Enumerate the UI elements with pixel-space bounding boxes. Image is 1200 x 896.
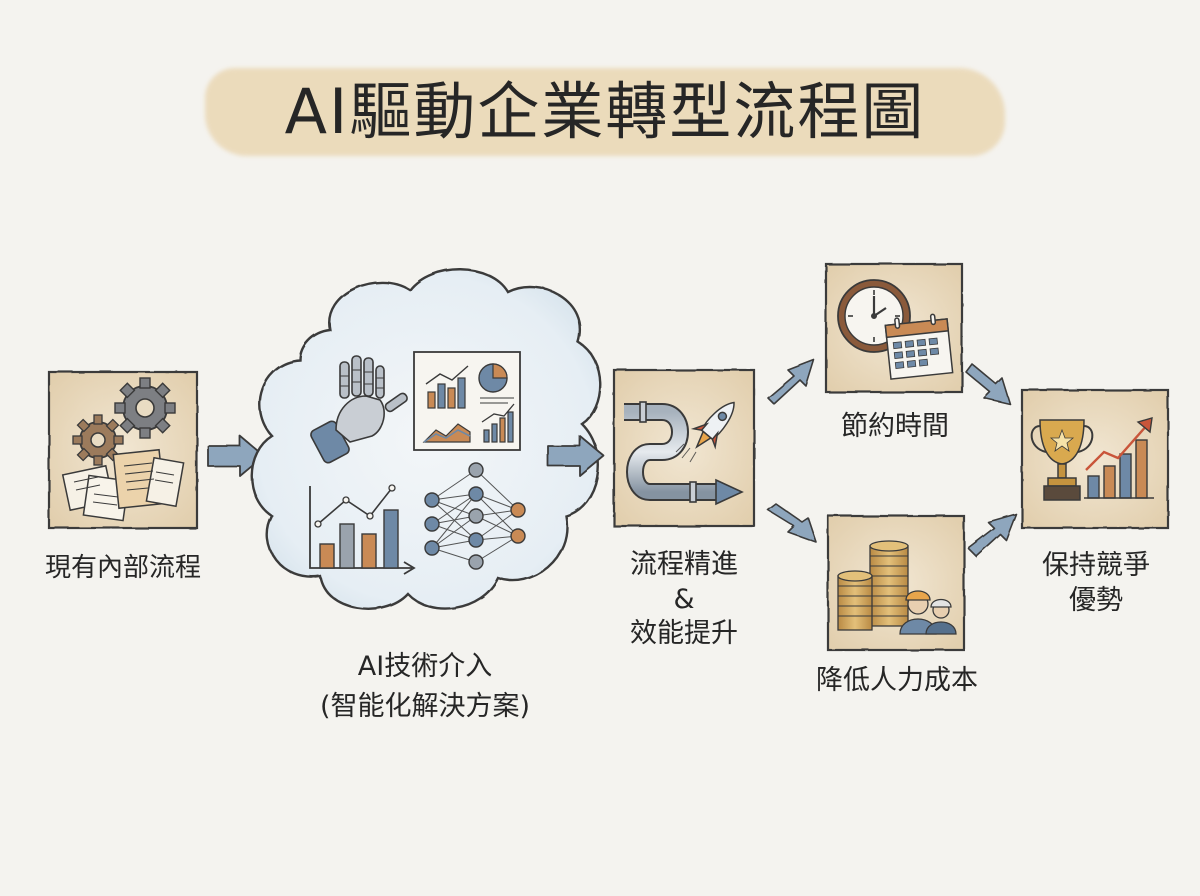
ai-label-line2: (智能化解決方案)	[319, 690, 531, 722]
reduce-cost-label: 降低人力成本	[816, 665, 978, 696]
page-title: AI驅動企業轉型流程圖	[284, 75, 926, 148]
existing-process-node	[47, 370, 199, 530]
process-label-line3: 效能提升	[630, 618, 738, 650]
ai-intervention-node	[250, 268, 602, 611]
advantage-label-line2: 優勢	[1069, 585, 1123, 617]
process-label-line1: 流程精進	[630, 549, 738, 580]
competitive-advantage-node	[1020, 388, 1170, 530]
process-label-line2: &	[673, 583, 695, 615]
arrow-process-to-time	[767, 359, 815, 405]
ai-intervention-label: AI技術介入 (智能化解決方案)	[290, 650, 560, 724]
rocket-icon	[675, 401, 735, 463]
save-time-node	[824, 262, 964, 394]
reduce-cost-node	[826, 514, 966, 652]
bar-line-chart-icon	[309, 484, 416, 575]
save-time-label: 節約時間	[841, 411, 949, 442]
dashboard-chart-icon	[413, 351, 521, 451]
arrow-time-to-advantage	[965, 363, 1011, 405]
calendar-icon	[884, 313, 954, 380]
robot-hand-icon	[310, 355, 408, 464]
trophy-icon	[1030, 419, 1094, 501]
coin-stack-icon	[837, 540, 909, 631]
process-improvement-node	[612, 368, 756, 528]
title-banner: AI驅動企業轉型流程圖	[205, 62, 1005, 162]
title-highlight	[205, 68, 1005, 156]
workers-icon	[899, 590, 957, 635]
gear-icon	[72, 377, 176, 466]
competitive-advantage-label: 保持競爭 優勢	[1015, 548, 1177, 618]
process-improvement-label: 流程精進 & 效能提升	[604, 548, 764, 652]
neural-network-icon	[424, 462, 526, 570]
ai-label-line1: AI技術介入	[357, 651, 493, 682]
arrow-cost-to-advantage	[967, 513, 1017, 557]
arrow-process-to-cost	[767, 503, 817, 543]
growth-chart-icon	[1084, 417, 1154, 499]
arrow-ai-to-process	[547, 435, 605, 477]
advantage-label-line1: 保持競爭	[1042, 550, 1150, 581]
documents-icon	[61, 448, 185, 522]
pipe-icon	[624, 401, 744, 506]
existing-process-label: 現有內部流程	[44, 553, 201, 583]
